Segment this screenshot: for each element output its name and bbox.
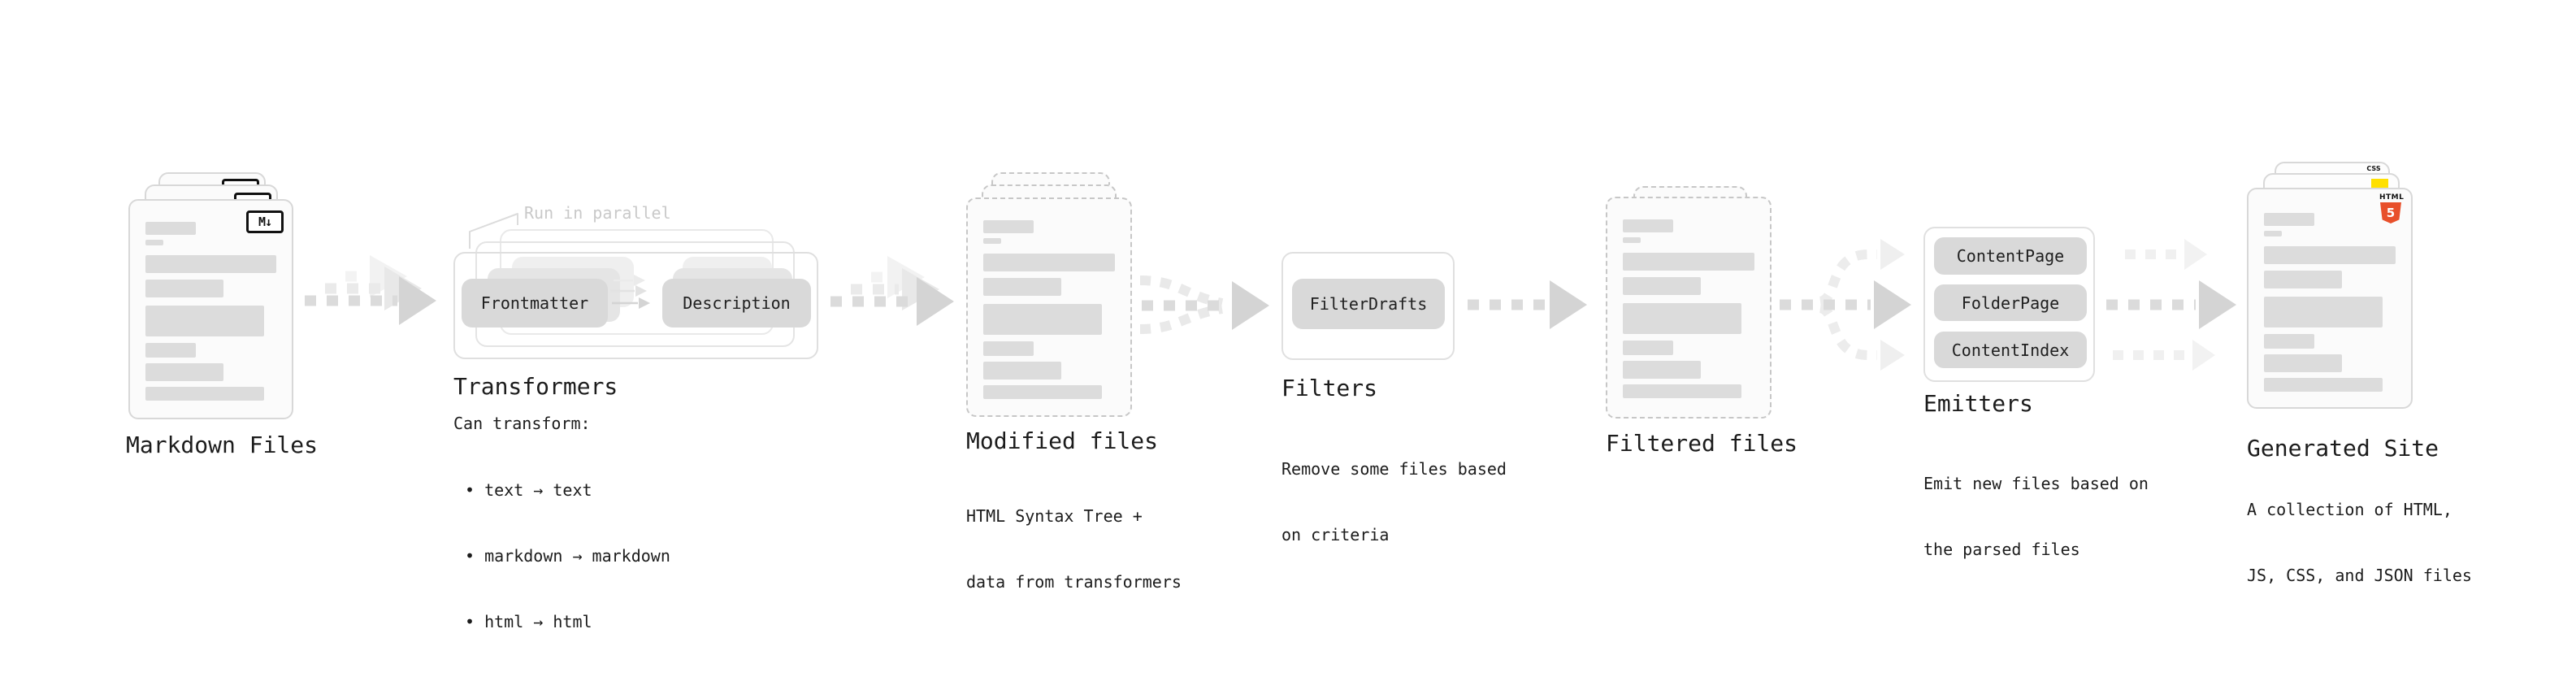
transformers-desc-heading: Can transform: (453, 414, 591, 433)
content-bar (2264, 297, 2383, 327)
content-bar (1623, 384, 1741, 398)
bullet-item: • markdown → markdown (465, 546, 670, 566)
doc-content-bars (145, 222, 276, 401)
doc-content-bars (2264, 213, 2396, 392)
markdown-icon: M↓ (246, 210, 284, 233)
content-bar (2264, 271, 2342, 288)
content-bar (983, 362, 1061, 380)
content-bar (983, 304, 1102, 335)
content-bar (1623, 303, 1741, 334)
js-icon (2371, 179, 2388, 189)
generated-site-desc: A collection of HTML, JS, CSS, and JSON … (2247, 455, 2472, 631)
modified-files-desc: HTML Syntax Tree + data from transformer… (966, 462, 1182, 637)
emitter-pill-contentindex: ContentIndex (1934, 332, 2087, 368)
content-bar (145, 306, 264, 336)
content-bar (983, 385, 1102, 399)
content-bar (983, 278, 1061, 296)
doc-content-bars (1623, 219, 1754, 398)
run-in-parallel-annotation: Run in parallel (524, 203, 671, 223)
content-bar (2264, 354, 2342, 372)
filter-pill-filterdrafts: FilterDrafts (1292, 279, 1445, 329)
emitter-pill-folderpage: FolderPage (1934, 284, 2087, 321)
content-bar (2264, 334, 2314, 349)
generated-doc-html: HTML 5 (2247, 188, 2413, 409)
content-bar (145, 387, 264, 401)
stage-title-filtered-files: Filtered files (1606, 430, 1798, 457)
desc-line: Emit new files based on (1923, 474, 2149, 493)
desc-line: the parsed files (1923, 540, 2080, 559)
content-bar (983, 341, 1034, 356)
desc-line: data from transformers (966, 572, 1182, 592)
arrow-filtered-to-emitters (1780, 239, 1911, 371)
emitter-pill-contentpage: ContentPage (1934, 237, 2087, 275)
stage-title-transformers: Transformers (453, 373, 618, 400)
content-bar (2264, 246, 2396, 264)
doc-content-bars (983, 220, 1115, 399)
transformer-pill-frontmatter: Frontmatter (462, 279, 608, 327)
content-bar (983, 254, 1115, 271)
filters-desc: Remove some files based on criteria (1281, 414, 1507, 590)
bullet-item: • text → text (465, 480, 592, 500)
bullet-item: • html → html (465, 612, 592, 631)
stage-title-modified-files: Modified files (966, 427, 1159, 454)
content-bar (983, 220, 1034, 233)
content-bar (1623, 219, 1673, 232)
content-bar (145, 363, 223, 381)
content-bar (2264, 213, 2314, 226)
content-bar (1623, 340, 1673, 355)
modified-doc-front (966, 197, 1132, 417)
arrow-markdown-to-transformers (305, 255, 436, 325)
content-bar (1623, 237, 1641, 243)
content-bar (145, 240, 163, 245)
emitters-desc: Emit new files based on the parsed files (1923, 429, 2149, 605)
content-bar (1623, 361, 1701, 379)
desc-line: on criteria (1281, 525, 1390, 544)
content-bar (145, 280, 223, 297)
desc-line: Remove some files based (1281, 459, 1507, 479)
desc-line: A collection of HTML, (2247, 500, 2452, 519)
arrow-transformers-to-modified (830, 256, 954, 326)
content-bar (145, 343, 196, 358)
arrow-modified-to-filters (1139, 275, 1269, 334)
html5-icon: HTML 5 (2379, 194, 2404, 223)
arrow-emitters-to-generated (2106, 239, 2236, 371)
content-bar (2264, 231, 2282, 236)
content-bar (1623, 253, 1754, 271)
stage-title-filters: Filters (1281, 375, 1378, 401)
markdown-doc-front: M↓ (128, 199, 293, 419)
desc-line: HTML Syntax Tree + (966, 506, 1143, 526)
content-bar (983, 238, 1001, 244)
transformer-pill-description: Description (662, 279, 811, 327)
filtered-doc-front (1606, 197, 1772, 419)
stage-title-generated-site: Generated Site (2247, 435, 2439, 462)
transformers-bullet-list: • text → text • markdown → markdown • ht… (453, 436, 670, 677)
stage-title-emitters: Emitters (1923, 390, 2033, 417)
content-bar (2264, 378, 2383, 392)
transformer-box-front (453, 252, 818, 359)
content-bar (145, 222, 196, 235)
desc-line: JS, CSS, and JSON files (2247, 566, 2472, 585)
content-bar (1623, 277, 1701, 295)
stage-title-markdown-files: Markdown Files (126, 432, 319, 458)
arrow-filters-to-filtered (1468, 280, 1587, 329)
content-bar (145, 255, 276, 273)
